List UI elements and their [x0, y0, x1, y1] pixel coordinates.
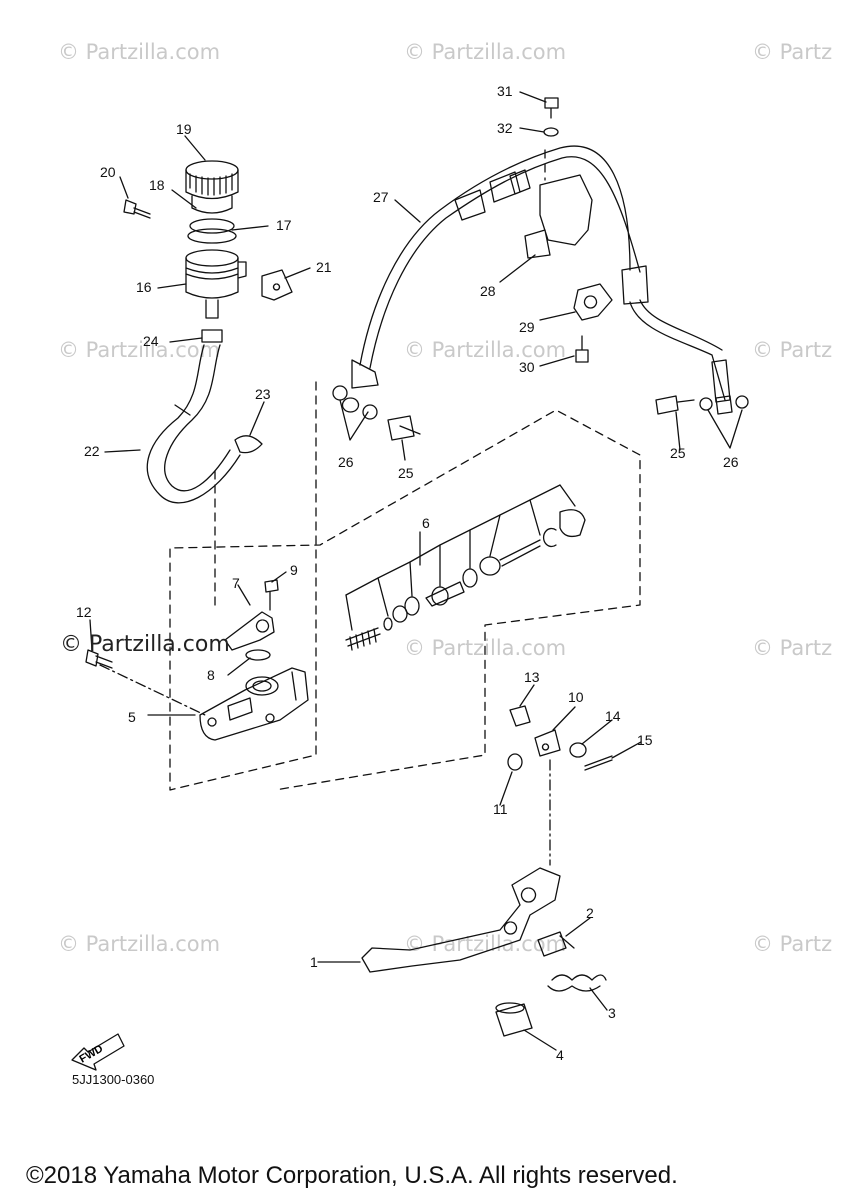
- callout-number: 9: [290, 562, 298, 578]
- diagram-code: 5JJ1300-0360: [72, 1072, 155, 1087]
- callout-number: 19: [176, 121, 192, 137]
- callout-number: 25: [398, 465, 414, 481]
- callout-number: 20: [100, 164, 116, 180]
- brake-hose: [359, 145, 641, 369]
- callout-number: 31: [497, 83, 513, 99]
- shaft: [537, 931, 575, 957]
- washer: [569, 742, 587, 758]
- callout-number: 29: [519, 319, 535, 335]
- reservoir-bracket: [261, 269, 293, 301]
- hose-clamp: [573, 283, 613, 321]
- watermark: © Partzilla.com: [58, 932, 221, 956]
- nut: [507, 753, 523, 771]
- bolt: [85, 649, 113, 669]
- screw: [264, 579, 279, 611]
- washer: [699, 397, 713, 411]
- watermark: © Partz: [752, 636, 833, 660]
- callout-number: 28: [480, 283, 496, 299]
- watermark: © Partz: [752, 932, 833, 956]
- watermark: © Partzilla.com: [404, 338, 567, 362]
- diaphragm: [189, 218, 235, 234]
- callout-number: 13: [524, 669, 540, 685]
- callout-number: 7: [232, 575, 240, 591]
- banjo-fitting: [341, 397, 360, 413]
- cotter-pin: [584, 755, 613, 771]
- callout-number: 8: [207, 667, 215, 683]
- pin: [509, 705, 531, 727]
- watermark: © Partz: [752, 338, 833, 362]
- callout-number: 4: [556, 1047, 564, 1063]
- reservoir-cap: [185, 160, 239, 214]
- brake-pedal: [361, 867, 561, 973]
- callout-number: 3: [608, 1005, 616, 1021]
- washer: [332, 385, 348, 401]
- return-spring: [547, 974, 607, 992]
- copyright-notice: ©2018 Yamaha Motor Corporation, U.S.A. A…: [26, 1162, 678, 1189]
- washer: [735, 395, 749, 409]
- fwd-arrow-icon: [71, 1033, 125, 1071]
- reservoir-tank: [185, 249, 247, 319]
- callout-number: 22: [84, 443, 100, 459]
- leader-line: [99, 664, 206, 716]
- callout-number: 2: [586, 905, 594, 921]
- watermark: © Partz: [752, 40, 833, 64]
- watermark: © Partzilla.com: [404, 40, 567, 64]
- callout-number: 10: [568, 689, 584, 705]
- callout-number: 25: [670, 445, 686, 461]
- banjo-bolt: [387, 415, 421, 441]
- callout-number: 18: [149, 177, 165, 193]
- clevis: [534, 729, 561, 757]
- callout-number: 16: [136, 279, 152, 295]
- callout-number: 32: [497, 120, 513, 136]
- washer: [362, 404, 378, 420]
- fwd-label: FWD: [78, 1043, 106, 1066]
- callout-number: 21: [316, 259, 332, 275]
- callout-number: 12: [76, 604, 92, 620]
- callout-number: 26: [338, 454, 354, 470]
- callout-number: 26: [723, 454, 739, 470]
- bolt: [575, 335, 589, 363]
- callout-leader: [89, 91, 743, 1051]
- callout-number: 15: [637, 732, 653, 748]
- watermark: © Partzilla.com: [58, 40, 221, 64]
- hose-fitting: [224, 611, 275, 651]
- collar: [495, 1003, 533, 1037]
- callout-number: 30: [519, 359, 535, 375]
- banjo-bolt: [655, 395, 695, 415]
- hose-holder: [524, 174, 593, 259]
- bolt: [123, 199, 151, 219]
- washer: [543, 127, 559, 137]
- watermark: © Partzilla.com: [58, 338, 221, 362]
- reservoir-hose: [146, 344, 241, 504]
- callout-number: 1: [310, 954, 318, 970]
- callout-number: 27: [373, 189, 389, 205]
- banjo-fitting: [715, 395, 733, 415]
- assembly-boundary: [169, 381, 641, 791]
- callout-number: 11: [493, 801, 508, 817]
- master-cylinder: [199, 667, 309, 741]
- bolt: [544, 97, 559, 119]
- callout-number: 17: [276, 217, 292, 233]
- hose-joint: [201, 329, 223, 343]
- partzilla-logo: © Partzilla.com: [60, 632, 230, 657]
- callout-number: 24: [143, 333, 159, 349]
- callout-number: 14: [605, 708, 621, 724]
- piston-kit: [345, 484, 586, 651]
- callout-number: 6: [422, 515, 430, 531]
- callout-number: 5: [128, 709, 136, 725]
- o-ring: [245, 649, 271, 661]
- plate: [187, 228, 237, 244]
- callout-number: 23: [255, 386, 271, 402]
- hose-clamp: [234, 435, 263, 454]
